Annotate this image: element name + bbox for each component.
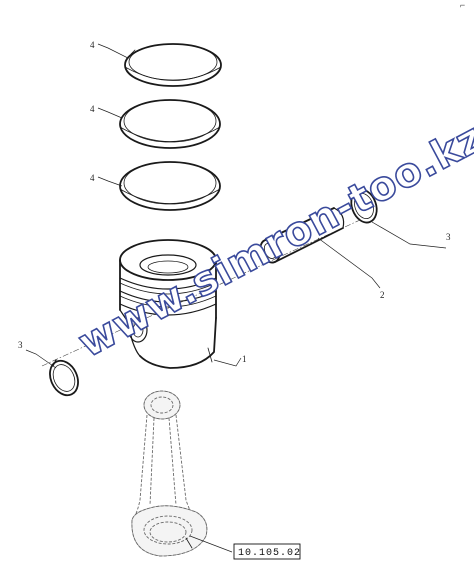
callout-circlip-left: 3: [18, 340, 57, 369]
reference-callout: 10.105.02: [189, 535, 301, 560]
circlip-left: [49, 359, 79, 397]
callout-ring-middle: 4: [90, 104, 123, 119]
reference-label: 10.105.02: [238, 548, 301, 559]
callout-ring-bottom: 4: [90, 173, 123, 187]
pin-center-line: [41, 219, 361, 367]
corner-mark: ⌐: [460, 0, 465, 10]
callout-circlip-right: 3: [371, 221, 451, 249]
piston-ring-middle: [119, 99, 221, 149]
svg-text:2: 2: [380, 290, 385, 300]
piston-ring-bottom: [119, 161, 221, 211]
watermark-text: www.simron-too.kz: [71, 114, 474, 366]
svg-text:3: 3: [18, 340, 23, 350]
callout-ring-top: 4: [90, 40, 129, 59]
piston: [119, 239, 217, 369]
svg-text:4: 4: [90, 40, 95, 50]
svg-text:4: 4: [90, 173, 95, 183]
callout-pin: 2: [317, 237, 385, 300]
svg-text:1: 1: [242, 354, 247, 364]
piston-ring-top: [124, 43, 222, 87]
svg-text:4: 4: [90, 104, 95, 114]
circlip-right: [350, 187, 378, 224]
svg-text:3: 3: [446, 232, 451, 242]
connecting-rod: [131, 390, 208, 557]
callout-piston: 1: [213, 354, 247, 367]
piston-pin: [259, 207, 345, 264]
